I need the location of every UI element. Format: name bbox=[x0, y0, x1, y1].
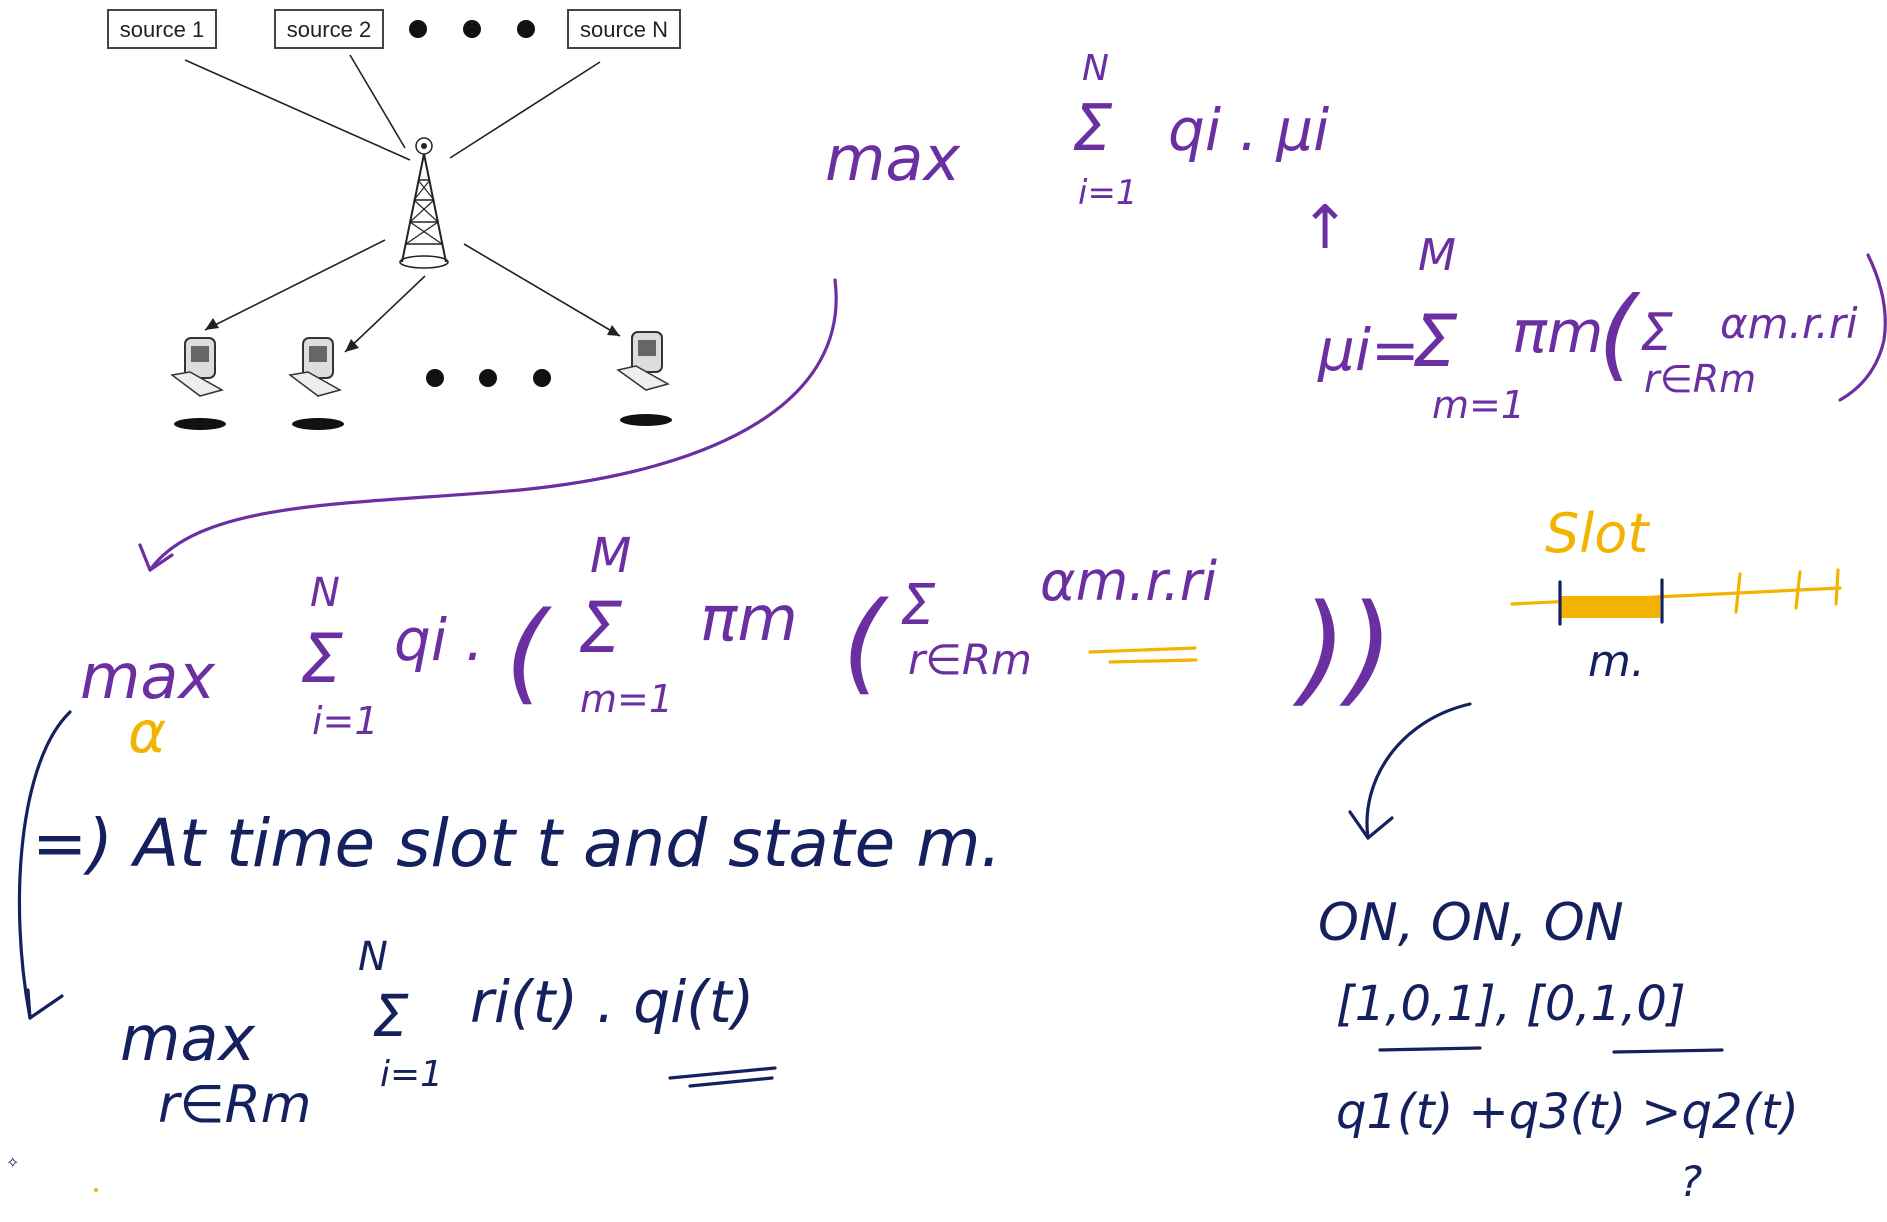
link-source-1 bbox=[184, 59, 411, 161]
mobile-phone-icon bbox=[288, 337, 344, 430]
mobile-phone-icon bbox=[170, 337, 226, 430]
mu-def-close-paren bbox=[1838, 253, 1887, 402]
bottom-sum-upper: N bbox=[358, 934, 388, 980]
mid-sum-lower: i=1 bbox=[312, 699, 379, 743]
curved-arrow-purple bbox=[138, 278, 838, 572]
bottom-sum-sigma: Σ bbox=[372, 982, 409, 1050]
mid-paren-open: ( bbox=[505, 588, 552, 716]
mu-def-inner-sigma: Σ bbox=[1640, 303, 1673, 363]
on-line-text: ON, ON, ON bbox=[1318, 893, 1624, 953]
ellipsis-dots-icon bbox=[426, 369, 551, 387]
mid-r-lower: r∈Rm bbox=[908, 635, 1032, 684]
slot-highlight bbox=[1560, 596, 1660, 618]
top-max-text: max bbox=[825, 122, 961, 195]
downlink-arrows bbox=[204, 239, 621, 353]
curved-arrow-navy-left bbox=[17, 710, 72, 1020]
mu-def-lower: m=1 bbox=[1432, 383, 1525, 427]
network-diagram: source 1 source 2 source N bbox=[107, 9, 681, 430]
ellipsis-dots-icon bbox=[409, 20, 535, 38]
top-sum-sigma: Σ bbox=[1072, 92, 1113, 166]
top-sum-upper: N bbox=[1082, 48, 1109, 89]
mu-def-inner-term: αm.r.ri bbox=[1720, 299, 1858, 348]
mu-def-lhs: μi= bbox=[1317, 316, 1420, 384]
mid-paren-open2: ( bbox=[842, 578, 889, 706]
objective-formula-bottom: max r∈Rm N Σ i=1 ri(t) . qi(t) bbox=[120, 934, 777, 1135]
mid-r-sigma: Σ bbox=[900, 573, 936, 638]
source-n-box: source N bbox=[567, 9, 681, 49]
right-notes: ON, ON, ON [1,0,1], [0,1,0] q1(t) +q3(t)… bbox=[1318, 893, 1799, 1206]
bottom-underline bbox=[668, 1066, 777, 1088]
mid-pi: πm bbox=[700, 582, 798, 655]
mu-definition: μi= M Σ m=1 πm ( Σ r∈Rm αm.r.ri bbox=[1317, 230, 1887, 427]
mid-inner-upper: M bbox=[590, 528, 631, 584]
mobile-phone-icon bbox=[616, 331, 672, 426]
mid-sum-upper: N bbox=[310, 570, 340, 616]
amber-underline-mid bbox=[1088, 646, 1198, 664]
slot-timeline: Slot m. bbox=[1510, 502, 1842, 687]
objective-formula-top: max N Σ i=1 qi . μi ↑ bbox=[825, 48, 1350, 263]
source-n-label: source N bbox=[580, 17, 668, 42]
bottom-term: ri(t) . qi(t) bbox=[470, 968, 754, 1036]
mid-paren-close: )) bbox=[1292, 580, 1394, 719]
mid-sum-sigma: Σ bbox=[300, 620, 343, 699]
source-1-label: source 1 bbox=[120, 17, 204, 42]
top-sum-term: qi . μi bbox=[1168, 96, 1329, 164]
statement-text: =) At time slot t and state m. bbox=[32, 805, 1002, 882]
arrow-up: ↑ bbox=[1300, 193, 1350, 263]
compare-text: q1(t) +q3(t) >q2(t) bbox=[1336, 1084, 1799, 1140]
bottom-sum-lower: i=1 bbox=[380, 1054, 443, 1095]
slot-m-label: m. bbox=[1588, 636, 1645, 687]
source-2-label: source 2 bbox=[287, 17, 371, 42]
sparkle-icon: ✧ bbox=[6, 1155, 19, 1172]
mu-def-open: ( bbox=[1598, 275, 1641, 392]
mu-def-upper: M bbox=[1418, 230, 1456, 281]
bottom-sub-text: r∈Rm bbox=[158, 1075, 311, 1135]
source-1-box: source 1 bbox=[107, 9, 217, 49]
mid-r-term: αm.r.ri bbox=[1040, 550, 1217, 613]
question-mark: ? bbox=[1680, 1157, 1702, 1206]
mu-def-inner-lower: r∈Rm bbox=[1644, 357, 1756, 401]
mid-alpha: α bbox=[128, 698, 166, 766]
link-source-2 bbox=[349, 54, 406, 149]
objective-formula-middle: max α N Σ i=1 qi . ( M Σ m=1 πm ( Σ r∈Rm… bbox=[80, 528, 1394, 766]
slot-label: Slot bbox=[1545, 502, 1650, 565]
mid-inner-lower: m=1 bbox=[580, 677, 673, 721]
mu-def-sigma: Σ bbox=[1412, 299, 1458, 383]
bottom-max-text: max bbox=[120, 1002, 256, 1075]
mid-qi: qi . bbox=[394, 606, 484, 674]
source-2-box: source 2 bbox=[274, 9, 384, 49]
mid-max-text: max bbox=[80, 640, 216, 713]
top-sum-lower: i=1 bbox=[1078, 173, 1138, 213]
curved-arrow-navy-right bbox=[1348, 702, 1472, 840]
mu-def-pi: πm bbox=[1512, 298, 1603, 366]
vectors-text: [1,0,1], [0,1,0] bbox=[1336, 976, 1686, 1032]
vectors-underline bbox=[1378, 1046, 1724, 1054]
mid-inner-sigma: Σ bbox=[578, 587, 623, 669]
cell-tower-icon bbox=[399, 137, 449, 269]
stray-dot bbox=[94, 1188, 98, 1192]
link-source-n bbox=[449, 61, 601, 159]
